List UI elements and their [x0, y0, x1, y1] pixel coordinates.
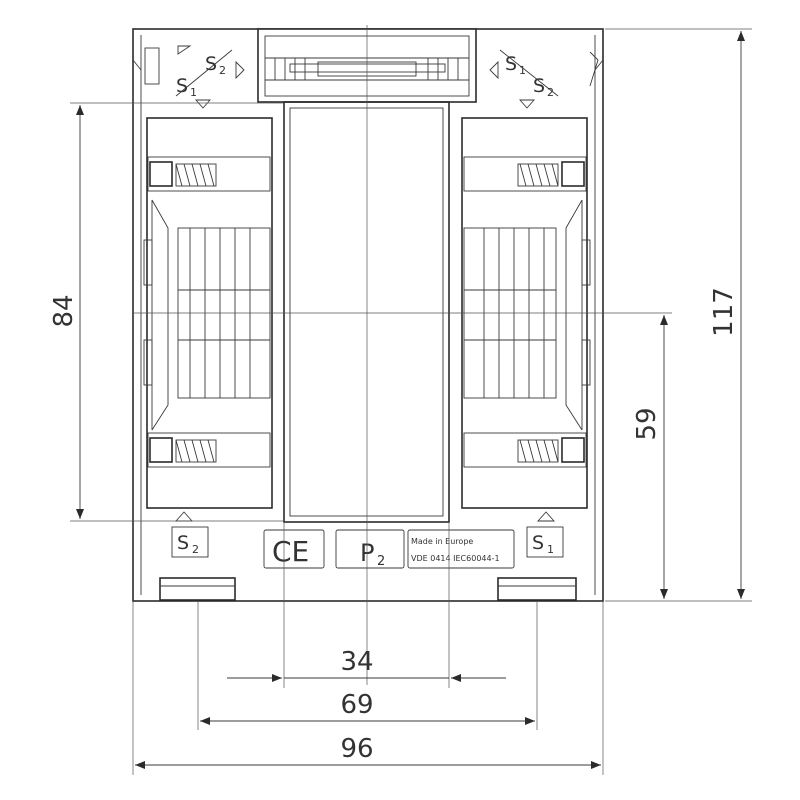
dimension-96: 96	[132, 601, 604, 775]
markings: CE P 2 Made in Europe VDE 0414 IEC60044-…	[263, 529, 515, 569]
s1-label: S	[176, 75, 188, 97]
s2-label: S	[205, 53, 217, 75]
center-lines	[132, 25, 672, 685]
dimension-117: 117	[605, 28, 752, 602]
p2-subscript: 2	[377, 554, 385, 569]
s1-label: S	[505, 53, 517, 75]
ce-mark: CE	[272, 535, 309, 568]
made-in-label: Made in Europe	[411, 537, 473, 546]
window	[283, 101, 450, 523]
up-arrow-icon	[174, 511, 194, 522]
s2-subscript: 2	[192, 543, 199, 556]
dimension-69: 69	[197, 601, 538, 730]
s1-subscript: 1	[519, 64, 526, 77]
dimension-69-label: 69	[340, 690, 373, 720]
dimension-34: 34	[227, 522, 506, 688]
dimension-84: 84	[49, 102, 284, 522]
s2-subscript: 2	[219, 64, 226, 77]
dimension-84-label: 84	[49, 294, 79, 327]
standard-label: VDE 0414 IEC60044-1	[411, 554, 500, 563]
dimension-59: 59	[632, 315, 668, 599]
down-arrow-icon	[519, 99, 535, 109]
s2-subscript: 2	[547, 86, 554, 99]
s1-subscript: 1	[547, 543, 554, 556]
dimension-96-label: 96	[340, 734, 373, 764]
s1-label: S	[532, 532, 544, 554]
left-arrow-icon	[489, 60, 499, 80]
housing	[132, 28, 604, 602]
dimension-117-label: 117	[709, 287, 739, 337]
dimension-59-label: 59	[632, 407, 662, 440]
feet	[159, 577, 577, 601]
s2-label: S	[533, 75, 545, 97]
s1-subscript: 1	[190, 86, 197, 99]
terminal-label-bottom-left: S 2	[171, 511, 209, 558]
dimension-34-label: 34	[340, 647, 373, 677]
terminal-label-bottom-right: S 1	[526, 511, 564, 558]
terminal-label-top-left: S 2 S 1	[175, 45, 245, 109]
s2-label: S	[177, 532, 189, 554]
terminal-label-top-right: S 1 S 2	[489, 49, 559, 109]
down-arrow-icon	[195, 99, 211, 109]
up-arrow-icon	[536, 511, 556, 522]
